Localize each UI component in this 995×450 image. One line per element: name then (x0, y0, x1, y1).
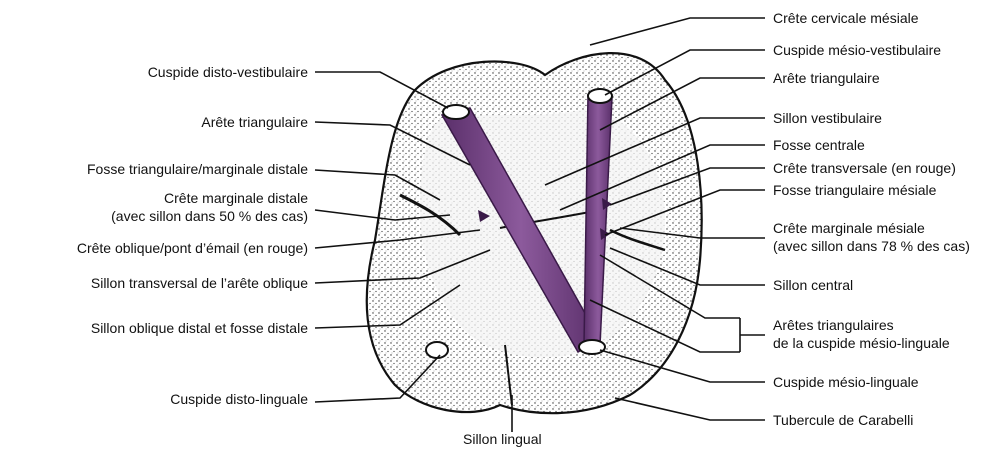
label-tubercule-carabelli: Tubercule de Carabelli (773, 412, 913, 429)
label-sillon-lingual: Sillon lingual (463, 431, 542, 448)
label-cuspide-disto-vestibulaire: Cuspide disto-vestibulaire (60, 64, 308, 81)
label-arete-triangulaire-left: Arête triangulaire (60, 114, 308, 131)
label-fosse-triangulaire-distale: Fosse triangulaire/marginale distale (10, 161, 308, 178)
label-arete-triangulaire-right: Arête triangulaire (773, 70, 880, 87)
label-crete-marginale-distale-note: (avec sillon dans 50 % des cas) (10, 208, 308, 225)
label-crete-marginale-mesiale-note: (avec sillon dans 78 % des cas) (773, 238, 970, 255)
label-sillon-transversal: Sillon transversal de l’arête oblique (5, 275, 308, 292)
cusp-tip-disto-lingual (426, 342, 448, 358)
label-sillon-central: Sillon central (773, 277, 853, 294)
label-aretes-triangulaires: Arêtes triangulaires (773, 317, 894, 334)
label-crete-cervicale-mesiale: Crête cervicale mésiale (773, 10, 919, 27)
label-crete-marginale-distale: Crête marginale distale (10, 190, 308, 207)
label-cuspide-disto-linguale: Cuspide disto-linguale (60, 391, 308, 408)
label-cuspide-mesio-vestibulaire: Cuspide mésio-vestibulaire (773, 42, 941, 59)
label-sillon-vestibulaire: Sillon vestibulaire (773, 110, 882, 127)
cusp-tip-mesio-lingual (579, 340, 605, 354)
cusp-tip-mesio-vestibular (588, 89, 612, 103)
label-crete-transversale: Crête transversale (en rouge) (773, 160, 956, 177)
label-sillon-oblique-distal: Sillon oblique distal et fosse distale (5, 320, 308, 337)
label-aretes-triangulaires-note: de la cuspide mésio-linguale (773, 335, 950, 352)
label-fosse-triangulaire-mesiale: Fosse triangulaire mésiale (773, 182, 936, 199)
label-crete-marginale-mesiale: Crête marginale mésiale (773, 220, 925, 237)
label-fosse-centrale: Fosse centrale (773, 137, 865, 154)
label-cuspide-mesio-linguale: Cuspide mésio-linguale (773, 374, 919, 391)
label-crete-oblique: Crête oblique/pont d’émail (en rouge) (5, 240, 308, 257)
